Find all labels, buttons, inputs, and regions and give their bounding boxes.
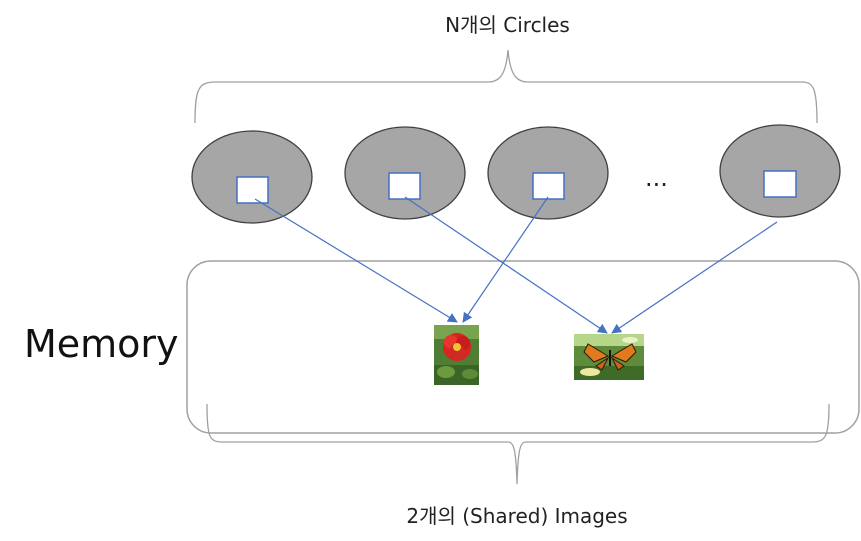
circle-3 <box>487 126 609 220</box>
ellipsis-label: ... <box>645 164 668 192</box>
circle-n <box>719 124 841 218</box>
circle-n-pointer-square <box>763 170 797 198</box>
circle-2 <box>344 126 466 220</box>
circles-count-label: N개의 Circles <box>445 13 570 37</box>
arrow-circle-n-to-butterfly <box>611 221 778 334</box>
circle-2-pointer-square <box>388 172 421 200</box>
circle-3-pointer-square <box>532 172 565 200</box>
bottom-brace <box>206 403 830 485</box>
arrow-circle-1-to-flower <box>254 198 458 323</box>
top-brace <box>194 49 818 124</box>
arrow-circle-2-to-butterfly <box>404 196 608 334</box>
memory-box <box>186 260 860 434</box>
memory-label: Memory <box>24 322 179 366</box>
arrow-circle-3-to-flower <box>462 196 549 323</box>
flower-image <box>434 325 479 385</box>
circle-1-pointer-square <box>236 176 269 204</box>
butterfly-image <box>574 334 644 380</box>
circle-1 <box>191 130 313 224</box>
images-count-label: 2개의 (Shared) Images <box>406 504 628 528</box>
